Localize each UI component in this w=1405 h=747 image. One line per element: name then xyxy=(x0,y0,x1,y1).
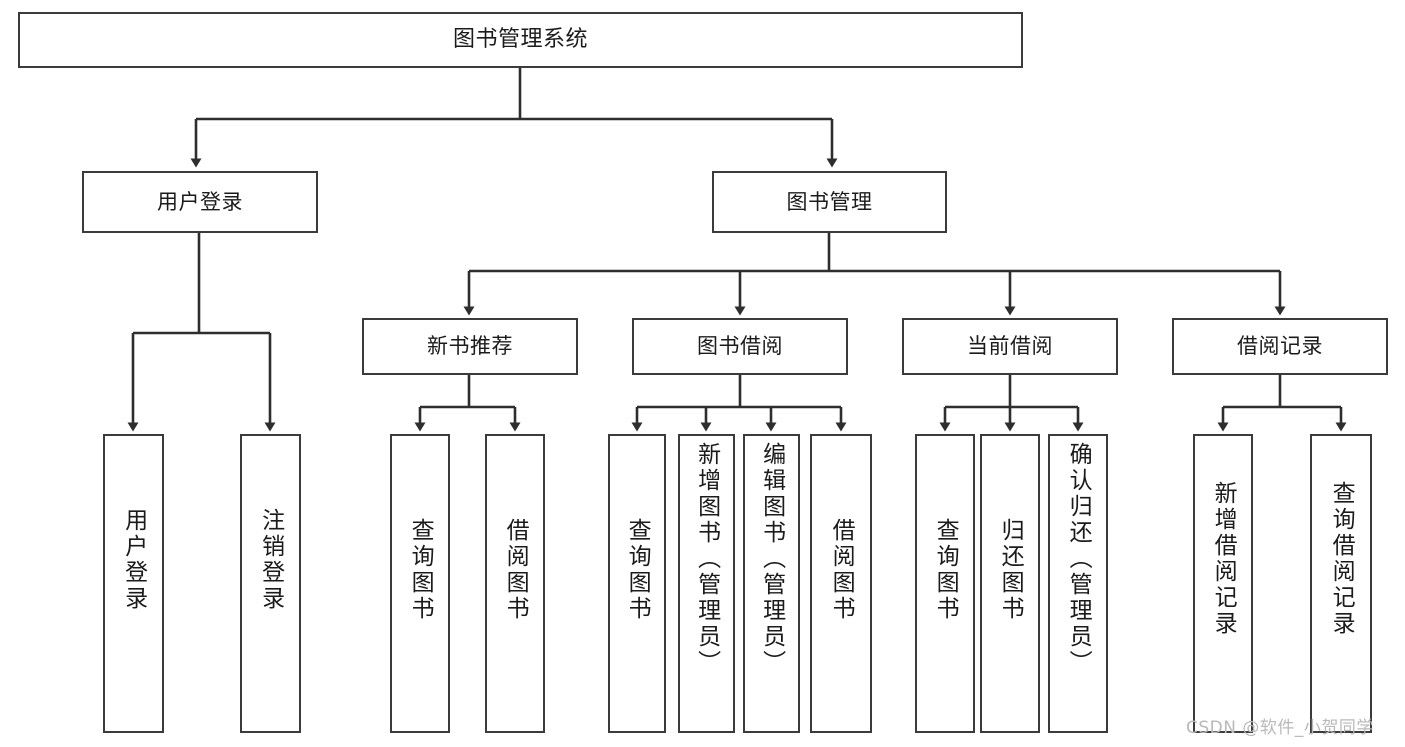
leaf-user-login-login[interactable]: 用户登录 xyxy=(103,434,164,733)
node-label: 注销登录 xyxy=(257,508,284,612)
node-root-system[interactable]: 图书管理系统 xyxy=(18,12,1023,68)
node-label: 确认归还（管理员） xyxy=(1065,442,1092,676)
leaf-current-borrow-query[interactable]: 查询图书 xyxy=(915,434,975,733)
node-label: 用户登录 xyxy=(157,189,243,214)
node-user-login[interactable]: 用户登录 xyxy=(82,171,318,233)
node-label: 新书推荐 xyxy=(427,334,513,359)
leaf-new-book-query[interactable]: 查询图书 xyxy=(390,434,450,733)
node-label: 归还图书 xyxy=(997,518,1024,622)
node-current-borrow[interactable]: 当前借阅 xyxy=(902,318,1118,375)
node-label: 查询图书 xyxy=(624,518,651,622)
node-label: 借阅图书 xyxy=(502,518,529,622)
node-label: 查询图书 xyxy=(407,518,434,622)
leaf-new-book-borrow[interactable]: 借阅图书 xyxy=(485,434,545,733)
node-label: 新增图书（管理员） xyxy=(693,442,720,676)
node-label: 查询图书 xyxy=(932,518,959,622)
leaf-book-borrow-edit[interactable]: 编辑图书（管理员） xyxy=(743,434,800,733)
node-new-book-recommend[interactable]: 新书推荐 xyxy=(362,318,578,375)
leaf-book-borrow-borrow[interactable]: 借阅图书 xyxy=(810,434,872,733)
leaf-record-query[interactable]: 查询借阅记录 xyxy=(1310,434,1372,733)
csdn-watermark: CSDN @软件_小贺同学 xyxy=(1186,718,1374,738)
node-label: 借阅图书 xyxy=(828,518,855,622)
node-label: 当前借阅 xyxy=(967,334,1053,359)
leaf-book-borrow-query[interactable]: 查询图书 xyxy=(608,434,666,733)
leaf-book-borrow-add[interactable]: 新增图书（管理员） xyxy=(678,434,735,733)
node-label: 用户登录 xyxy=(120,508,147,612)
node-label: 图书管理系统 xyxy=(452,26,588,52)
leaf-current-borrow-return[interactable]: 归还图书 xyxy=(980,434,1040,733)
node-book-borrow[interactable]: 图书借阅 xyxy=(632,318,848,375)
leaf-record-add[interactable]: 新增借阅记录 xyxy=(1193,434,1253,733)
leaf-user-login-logout[interactable]: 注销登录 xyxy=(240,434,301,733)
node-label: 查询借阅记录 xyxy=(1328,481,1355,637)
node-label: 借阅记录 xyxy=(1237,334,1323,359)
node-label: 图书管理 xyxy=(786,189,873,214)
node-label: 新增借阅记录 xyxy=(1210,481,1237,637)
node-label: 图书借阅 xyxy=(697,334,783,359)
node-book-management[interactable]: 图书管理 xyxy=(712,171,947,233)
node-borrow-record[interactable]: 借阅记录 xyxy=(1172,318,1388,375)
node-label: 编辑图书（管理员） xyxy=(758,442,785,676)
leaf-current-borrow-confirm[interactable]: 确认归还（管理员） xyxy=(1048,434,1108,733)
